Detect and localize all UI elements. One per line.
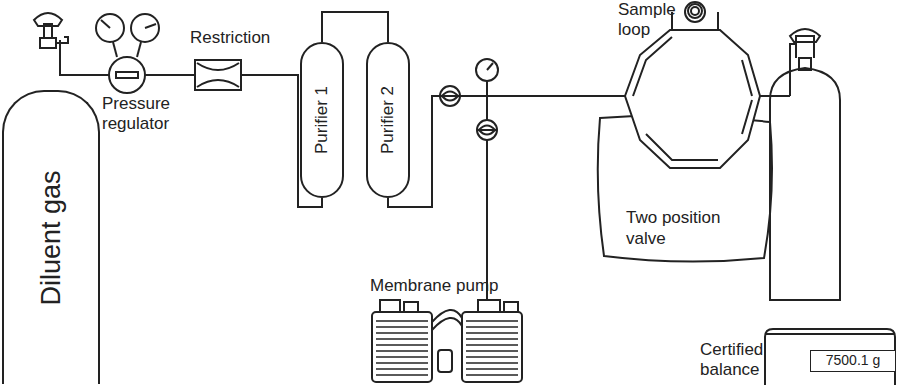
node-text: Purifier 1: [312, 86, 332, 154]
node-text: 7500.1 g: [811, 351, 895, 370]
gas-line: [322, 12, 388, 42]
purifier-cartridge: Purifier 2: [366, 42, 410, 198]
gas-cylinder: Diluent gas: [2, 90, 100, 384]
purifier-cartridge: Purifier 1: [300, 42, 344, 198]
part-label: Sample loop: [618, 0, 698, 40]
balance-display: 7500.1 g: [810, 350, 896, 372]
part-label: Restriction: [190, 28, 280, 48]
node-text: Two position valve: [626, 207, 736, 249]
gas-line: [388, 96, 596, 207]
valve-region: Two position valve: [596, 15, 776, 265]
node-text: Purifier 2: [378, 86, 398, 154]
part-label: Membrane pump: [370, 276, 510, 296]
node-text: Diluent gas: [36, 170, 67, 305]
part-label: Pressure regulator: [102, 94, 182, 134]
part-label: Certified balance: [700, 340, 770, 380]
